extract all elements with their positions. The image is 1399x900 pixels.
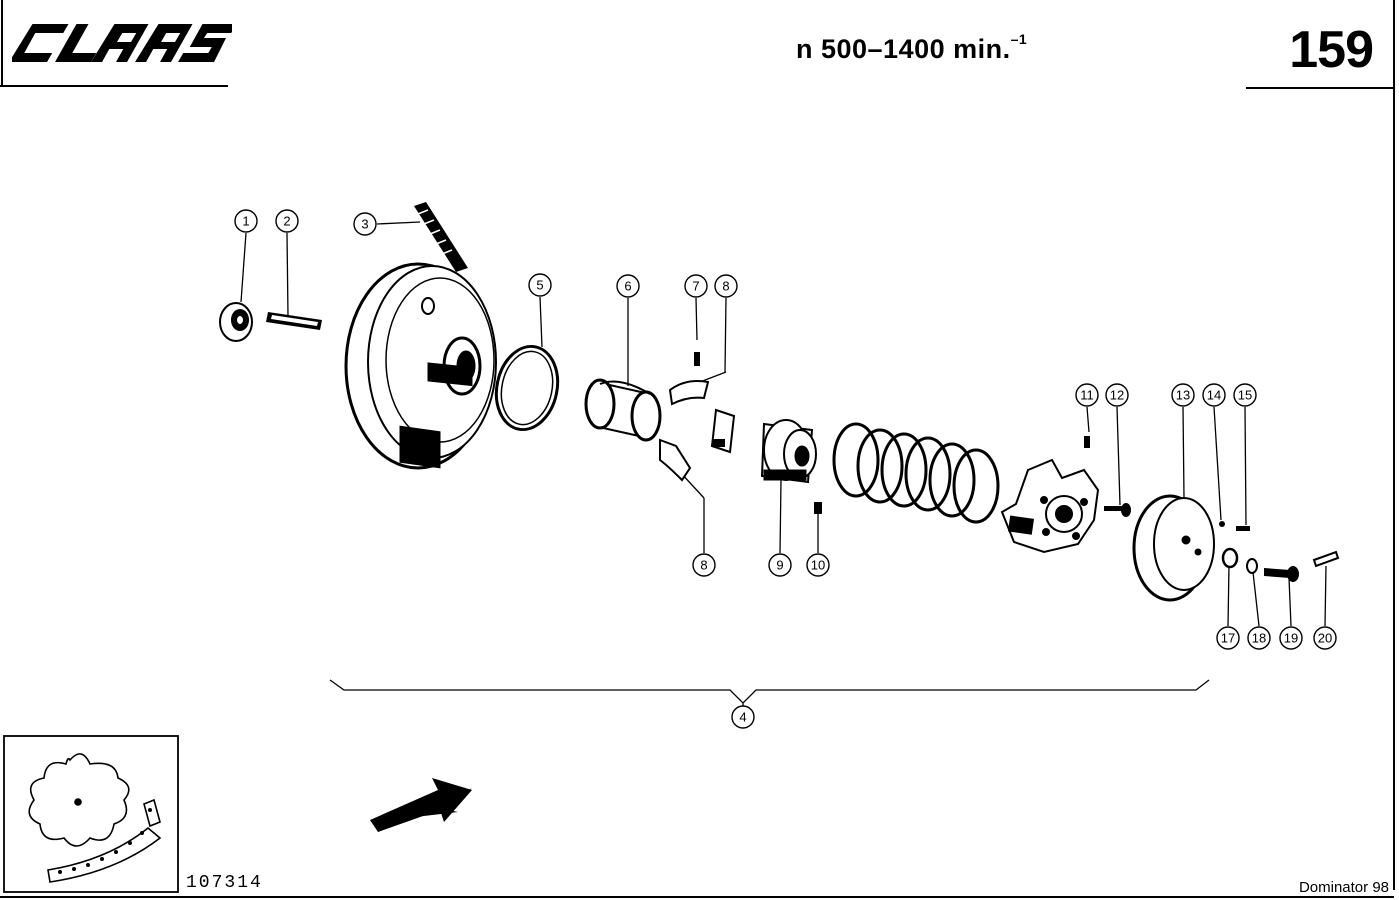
callout-label: 4: [739, 710, 746, 725]
callout-label: 17: [1221, 631, 1235, 646]
callout-label: 8: [700, 558, 707, 573]
set-screw: [814, 502, 822, 514]
direction-arrow: [370, 778, 472, 832]
o-ring: [494, 344, 560, 432]
callout-label: 8: [722, 279, 729, 294]
callout-1: 1: [234, 209, 258, 233]
drawing-number: 107314: [186, 873, 263, 893]
cover: [1132, 494, 1215, 602]
compression-spring: [832, 422, 1000, 524]
callout-18: 18: [1247, 626, 1271, 650]
sleeve: [584, 378, 662, 442]
pin: [694, 352, 700, 366]
screw: [1236, 526, 1250, 531]
callout-20: 20: [1313, 626, 1337, 650]
callout-12: 12: [1105, 383, 1129, 407]
tab-plate: [1312, 550, 1340, 568]
washer-small: [1219, 521, 1225, 527]
callout-9: 9: [768, 553, 792, 577]
cam-plate: [1000, 458, 1100, 554]
speed-range-title: n 500–1400 min.–1: [796, 31, 1028, 64]
hex-bolt: [1264, 566, 1299, 582]
callout-label: 18: [1252, 631, 1266, 646]
callout-11: 11: [1075, 383, 1099, 407]
hub: [760, 419, 817, 484]
callout-label: 3: [361, 217, 368, 232]
callout-label: 20: [1318, 631, 1332, 646]
callout-label: 19: [1284, 631, 1298, 646]
callout-10: 10: [806, 553, 830, 577]
callout-3: 3: [353, 212, 377, 236]
callout-label: 9: [776, 558, 783, 573]
variator-pulley: [344, 262, 497, 470]
model-name: Dominator 98: [1298, 879, 1389, 896]
washer: [1246, 558, 1258, 574]
callout-label: 7: [692, 279, 699, 294]
callout-label: 2: [283, 214, 290, 229]
callout-7: 7: [684, 274, 708, 298]
inset-locator: [28, 753, 162, 883]
callout-2: 2: [275, 209, 299, 233]
callout-label: 6: [624, 279, 631, 294]
nut: [1221, 547, 1239, 569]
callout-label: 5: [536, 278, 543, 293]
callout-label: 14: [1207, 388, 1221, 403]
page-number: 159: [1289, 21, 1374, 79]
claas-logo: [12, 24, 232, 62]
callout-label: 1: [242, 214, 249, 229]
shoe-upper: [668, 380, 736, 454]
pin-small: [1084, 436, 1090, 448]
callout-19: 19: [1279, 626, 1303, 650]
bearing: [219, 302, 253, 342]
callout-4: 4: [731, 705, 755, 729]
key: [266, 312, 322, 330]
callout-15: 15: [1233, 383, 1257, 407]
callout-14: 14: [1202, 383, 1226, 407]
callout-label: 12: [1110, 388, 1124, 403]
bolt: [1104, 503, 1131, 517]
callout-13: 13: [1171, 383, 1195, 407]
callout-label: 10: [811, 558, 825, 573]
callout-6: 6: [616, 274, 640, 298]
leader-lines: [240, 221, 1327, 706]
callout-8: 8: [714, 274, 738, 298]
callout-8: 8: [692, 553, 716, 577]
drive-belt: [414, 202, 468, 272]
callout-label: 15: [1238, 388, 1252, 403]
callout-label: 11: [1080, 388, 1094, 403]
shoe-lower: [659, 438, 692, 482]
callout-17: 17: [1216, 626, 1240, 650]
callout-5: 5: [528, 273, 552, 297]
callout-label: 13: [1176, 388, 1190, 403]
